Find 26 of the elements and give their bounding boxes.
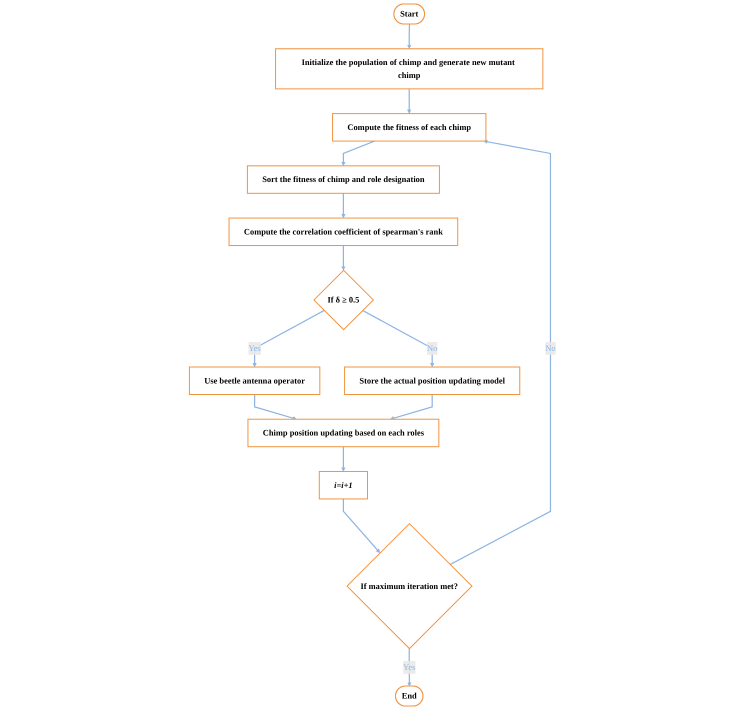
edge-label: Yes (248, 344, 261, 353)
arrow (341, 246, 346, 270)
arrow (252, 310, 324, 368)
node-diamond: If maximum iteration met? (346, 522, 473, 650)
node-box: Use beetle antenna operator (188, 366, 320, 395)
arrow (342, 498, 380, 554)
node-box: Sort the fitness of chimp and role designation (246, 165, 440, 194)
node-box: Chimp position updating based on each roles (247, 418, 440, 448)
arrow (450, 140, 552, 566)
node-box: Initialize the population of chimp and generate new mutant chimp (275, 48, 544, 90)
edge-label: No (427, 344, 438, 353)
arrow (341, 193, 346, 218)
arrow (362, 310, 434, 368)
node-diamond: If δ ≥ 0.5 (313, 270, 374, 330)
arrow (407, 24, 412, 49)
arrow (390, 394, 433, 420)
node-box: Compute the fitness of each chimp (332, 113, 486, 142)
edge-label: No (545, 344, 556, 353)
edge-label: Yes (403, 662, 416, 672)
node-box: Compute the correlation coefficient of spearman's rank (228, 218, 458, 246)
node-box: i=i+1 (318, 470, 368, 500)
arrow (341, 140, 375, 166)
arrow (341, 446, 346, 472)
arrow (254, 394, 297, 420)
node-box: Store the actual position updating model (344, 366, 520, 395)
arrow (407, 88, 412, 114)
